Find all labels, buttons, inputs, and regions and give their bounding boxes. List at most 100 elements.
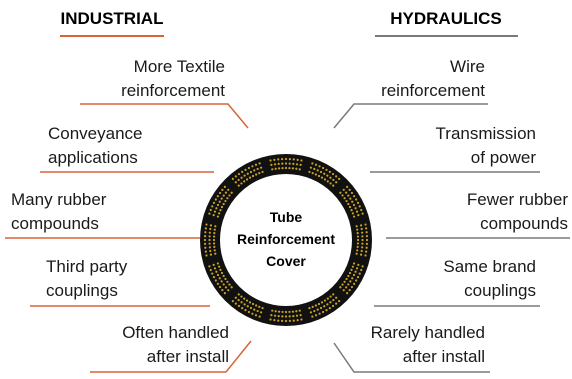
wire-dot: [351, 277, 354, 280]
wire-dot: [323, 178, 327, 181]
wire-dot: [346, 185, 349, 188]
wire-dot: [209, 208, 212, 212]
wire-dot: [249, 170, 253, 174]
hose-cross-section: Tube Reinforcement Cover: [200, 154, 372, 326]
wire-dot: [361, 265, 364, 268]
wire-dot: [209, 249, 212, 253]
wire-dot: [228, 283, 231, 286]
wire-dot: [356, 228, 359, 231]
wire-dot: [318, 312, 321, 315]
center-label-reinforcement: Reinforcement: [237, 231, 335, 247]
wire-dot: [299, 163, 302, 167]
wire-dot: [314, 163, 318, 166]
wire-dot: [273, 163, 277, 166]
wire-dot: [284, 162, 288, 165]
wire-dot: [348, 205, 352, 209]
wire-dot: [360, 249, 363, 253]
wire-dot: [227, 188, 230, 191]
wire-dot: [329, 295, 332, 298]
wire-dot: [213, 232, 216, 235]
wire-dot: [213, 210, 217, 213]
wire-dot: [246, 172, 249, 175]
wire-dot: [212, 201, 216, 205]
wire-dot: [209, 227, 212, 231]
wire-dot: [227, 289, 230, 292]
wire-dot: [356, 249, 359, 252]
wire-dot: [348, 188, 351, 191]
wire-dot: [255, 173, 258, 176]
wire-dot: [216, 215, 220, 218]
wire-dot: [237, 304, 241, 308]
industrial-item-label-line1: More Textile: [134, 57, 225, 76]
wire-dot: [270, 163, 273, 167]
wire-dot: [358, 272, 361, 275]
wire-dot: [313, 309, 316, 313]
wire-dot: [243, 303, 246, 306]
industrial-item-label-line2: compounds: [11, 214, 99, 233]
industrial-heading: INDUSTRIAL: [61, 9, 164, 28]
hydraulics-item-label-line1: Transmission: [436, 124, 536, 143]
wire-dot: [208, 212, 211, 215]
wire-dot: [214, 225, 217, 228]
industrial-item-textile: More Textile reinforcement: [80, 57, 249, 129]
wire-dot: [204, 250, 207, 253]
wire-dot: [208, 231, 211, 234]
wire-dot: [298, 168, 301, 171]
wire-dot: [295, 167, 298, 170]
wire-dot: [241, 170, 244, 173]
wire-dot: [220, 197, 223, 200]
hydraulics-item-handling: Rarely handled after install: [333, 323, 490, 373]
wire-dot: [335, 175, 338, 178]
hydraulics-item-rubber-compounds: Fewer rubber compounds: [386, 190, 570, 239]
wire-dot: [364, 254, 367, 257]
wire-dot: [365, 231, 368, 234]
wire-dot: [271, 309, 274, 312]
wire-dot: [256, 167, 259, 171]
wire-dot: [277, 162, 280, 165]
wire-dot: [338, 300, 341, 303]
wire-dot: [295, 314, 299, 317]
wire-dot: [284, 315, 288, 318]
wire-dot: [296, 158, 299, 161]
wire-dot: [244, 168, 247, 171]
wire-dot: [335, 181, 338, 184]
wire-dot: [253, 169, 256, 172]
wire-dot: [355, 210, 359, 213]
wire-dot: [365, 250, 368, 253]
wire-dot: [261, 170, 264, 174]
wire-dot: [300, 318, 303, 321]
wire-dot: [351, 212, 354, 215]
wire-dot: [354, 270, 357, 273]
wire-dot: [311, 305, 314, 308]
wire-dot: [243, 297, 246, 300]
wire-dot: [359, 224, 363, 227]
wire-dot: [314, 173, 317, 176]
wire-dot: [338, 177, 341, 180]
wire-dot: [295, 310, 298, 313]
wire-dot: [343, 280, 346, 283]
wire-dot: [309, 311, 313, 314]
wire-dot: [365, 238, 369, 242]
hydraulics-item-label-line2: after install: [403, 347, 485, 366]
wire-dot: [241, 307, 244, 310]
wire-dot: [234, 302, 237, 305]
industrial-item-handling: Often handled after install: [90, 323, 252, 373]
wire-dot: [291, 310, 294, 313]
wire-dot: [278, 310, 281, 313]
wire-dot: [329, 182, 332, 185]
wire-dot: [352, 273, 356, 277]
wire-dot: [240, 301, 243, 304]
wire-dot: [237, 298, 240, 302]
wire-dot: [343, 197, 346, 200]
wire-dot: [351, 200, 354, 203]
wire-dot: [356, 232, 359, 235]
industrial-connector: [80, 103, 249, 129]
wire-dot: [365, 242, 369, 245]
wire-dot: [361, 238, 364, 242]
wire-dot: [218, 285, 222, 289]
wire-dot: [213, 249, 216, 252]
wire-dot: [296, 319, 299, 322]
wire-dot: [352, 203, 356, 207]
wire-dot: [351, 265, 354, 268]
wire-dot: [251, 302, 255, 306]
